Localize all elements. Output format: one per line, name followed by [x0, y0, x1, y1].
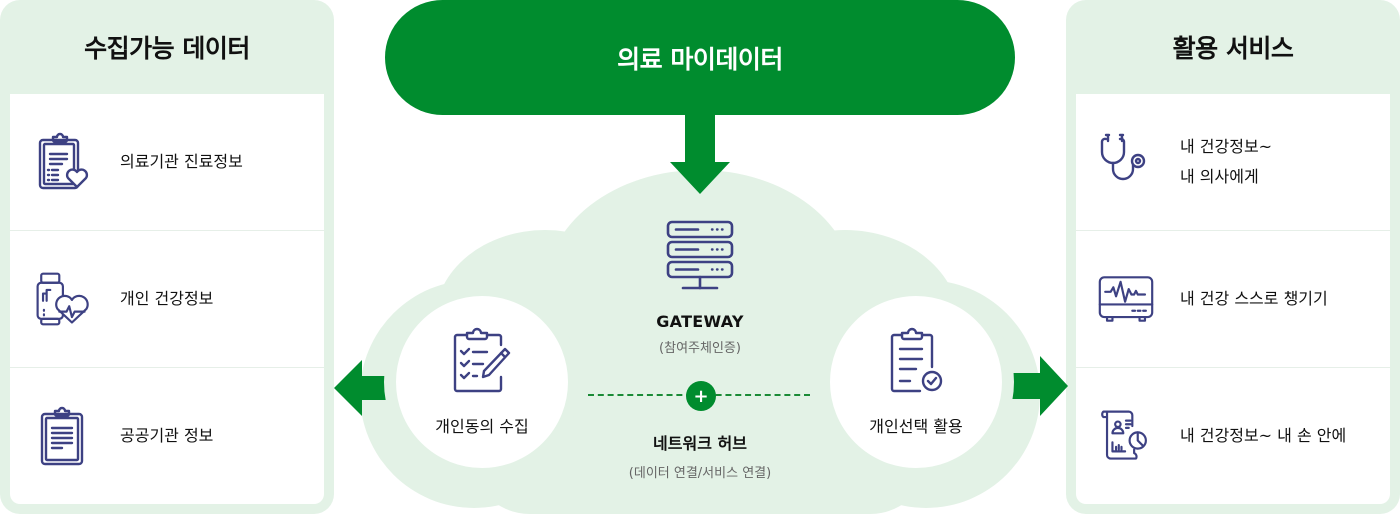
heart-monitor-icon [1098, 267, 1154, 331]
stethoscope-icon [1098, 130, 1154, 194]
panel-title: 수집가능 데이터 [84, 34, 250, 63]
arrow-down-icon [670, 114, 730, 194]
gateway-subtitle: (참여주체인증) [659, 341, 741, 356]
server-icon [666, 218, 734, 296]
header-title: 의료 마이데이터 [617, 44, 783, 74]
selective-use-node[interactable]: 개인선택 활용 [818, 284, 1014, 480]
checklist-pencil-icon [451, 327, 513, 397]
list-item-personal-health[interactable]: 개인 건강정보 [10, 231, 324, 368]
network-hub-node: 네트워크 허브 (데이터 연결/서비스 연결) [590, 430, 810, 481]
collectable-data-panel: 수집가능 데이터 의료기관 진료정보 [0, 0, 334, 514]
item-label-line1: 내 건강정보~ [1180, 137, 1273, 156]
item-label: 내 건강 스스로 챙기기 [1180, 289, 1328, 308]
list-item-health-in-hand[interactable]: 내 건강정보~ 내 손 안에 [1076, 368, 1390, 504]
gateway-node: GATEWAY (참여주체인증) [600, 218, 800, 356]
services-panel: 활용 서비스 내 건강정보~ 내 의사에게 [1066, 0, 1400, 514]
item-label: 개인 건강정보 [120, 289, 214, 308]
collect-label: 개인동의 수집 [435, 417, 529, 436]
plus-icon: + [686, 381, 716, 411]
health-report-icon [1098, 404, 1154, 468]
item-label: 내 건강정보~ 내 손 안에 [1180, 426, 1347, 445]
item-label: 공공기관 정보 [120, 426, 214, 445]
consent-collection-node[interactable]: 개인동의 수집 [384, 284, 580, 480]
hub-subtitle: (데이터 연결/서비스 연결) [628, 466, 772, 481]
use-label: 개인선택 활용 [869, 417, 963, 436]
gateway-title: GATEWAY [656, 312, 744, 331]
arrow-left-icon [334, 360, 390, 416]
panel-title: 활용 서비스 [1172, 34, 1294, 63]
list-item-public-info[interactable]: 공공기관 정보 [10, 368, 324, 504]
medical-mydata-header: 의료 마이데이터 [385, 0, 1015, 115]
collectable-data-list: 의료기관 진료정보 개인 건강정보 [10, 94, 324, 504]
arrow-right-icon [1012, 356, 1068, 416]
list-item-self-care[interactable]: 내 건강 스스로 챙기기 [1076, 231, 1390, 368]
item-label: 내 건강정보~ 내 의사에게 [1180, 132, 1272, 192]
services-list: 내 건강정보~ 내 의사에게 내 건강 스스로 챙기기 [1076, 94, 1390, 504]
list-item-share-with-doctor[interactable]: 내 건강정보~ 내 의사에게 [1076, 94, 1390, 231]
item-label-line2: 내 의사에게 [1180, 167, 1259, 186]
clipboard-check-icon [888, 327, 944, 397]
item-label: 의료기관 진료정보 [120, 152, 243, 171]
hub-title: 네트워크 허브 [653, 434, 747, 453]
clipboard-heart-icon [34, 130, 90, 194]
list-item-medical-records[interactable]: 의료기관 진료정보 [10, 94, 324, 231]
smartwatch-heart-icon [34, 267, 90, 331]
clipboard-document-icon [34, 404, 90, 468]
